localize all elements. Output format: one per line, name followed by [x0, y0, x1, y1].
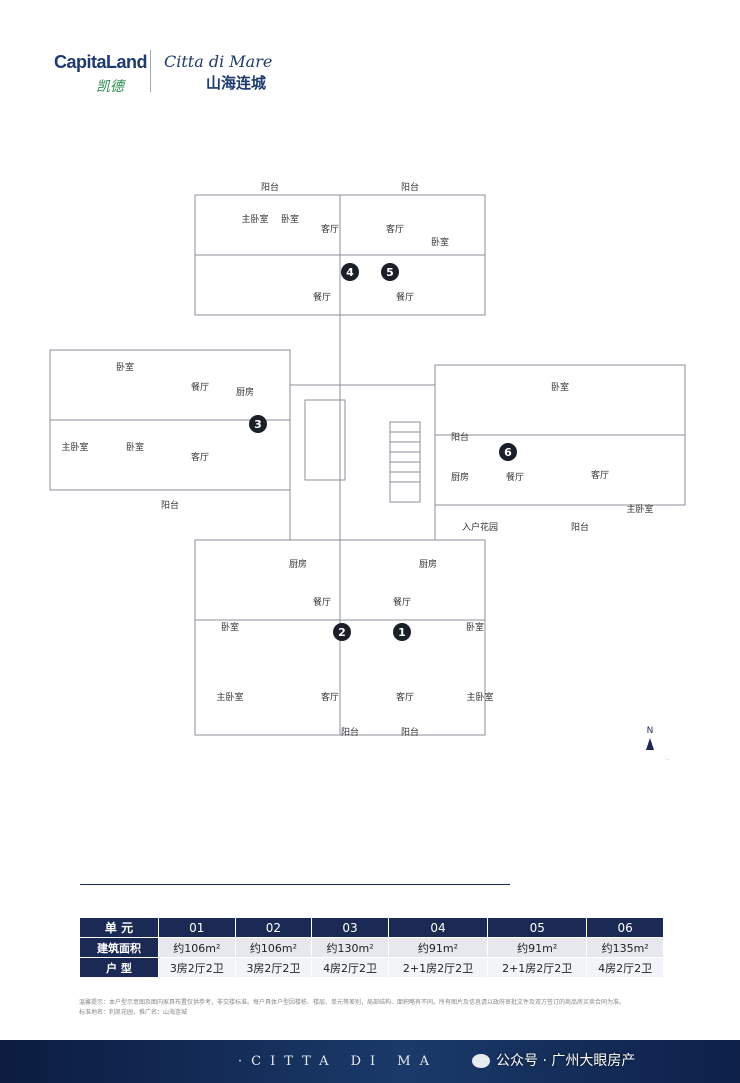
living-room-label-1: 客厅 — [396, 691, 414, 703]
unit-code-06: 06 — [586, 917, 664, 938]
balcony-label-6b: 阳台 — [571, 521, 589, 533]
area-04: 约91m² — [387, 937, 489, 958]
core-outline — [289, 384, 436, 541]
master-bedroom-label-4: 主卧室 — [241, 213, 268, 225]
footer-banner: ·CITTA DI MA 公众号 · 广州大眼房产 — [0, 1040, 740, 1083]
table-row: 户 型 3房2厅2卫 3房2厅2卫 4房2厅2卫 2+1房2厅2卫 2+1房2厅… — [79, 957, 664, 978]
unit-code-01: 01 — [158, 917, 236, 938]
area-05: 约91m² — [487, 937, 588, 958]
type-04: 2+1房2厅2卫 — [387, 957, 489, 978]
balcony-label-6a: 阳台 — [451, 431, 469, 443]
kitchen-label-2: 厨房 — [289, 558, 307, 570]
type-05: 2+1房2厅2卫 — [487, 957, 588, 978]
unit-marker-5 — [381, 263, 399, 281]
bedroom-label-3b: 卧室 — [126, 441, 144, 453]
dining-label-5: 餐厅 — [396, 291, 414, 303]
unit-marker-3 — [249, 415, 267, 433]
area-label: 建筑面积 — [79, 937, 159, 958]
entry-garden-label: 入户花园 — [462, 521, 498, 533]
unit-marker-6 — [499, 443, 517, 461]
bedroom-label-5: 卧室 — [431, 236, 449, 248]
master-bedroom-label-2: 主卧室 — [216, 691, 243, 703]
type-label: 户 型 — [79, 957, 159, 978]
master-bedroom-label-1: 主卧室 — [466, 691, 493, 703]
table-header-row: 单 元 01 02 03 04 05 06 — [79, 917, 664, 938]
site-plan-inset: N — [646, 726, 671, 760]
type-06: 4房2厅2卫 — [586, 957, 664, 978]
bedroom-label-6: 卧室 — [551, 381, 569, 393]
unit-code-03: 03 — [311, 917, 389, 938]
divider-rule — [80, 884, 510, 885]
balcony-label-1: 阳台 — [401, 726, 419, 738]
area-01: 约106m² — [158, 937, 236, 958]
logo-divider — [150, 50, 151, 92]
unit-marker-1 — [393, 623, 411, 641]
bedroom-label-3a: 卧室 — [116, 361, 134, 373]
area-02: 约106m² — [234, 937, 313, 958]
unit-code-04: 04 — [387, 917, 489, 938]
dining-label-2: 餐厅 — [313, 596, 331, 608]
kitchen-label-3: 厨房 — [236, 386, 254, 398]
dining-label-6: 餐厅 — [506, 471, 524, 483]
watermark-text: 公众号 · 广州大眼房产 — [496, 1053, 636, 1069]
living-room-label-6: 客厅 — [591, 469, 609, 481]
bedroom-label-4: 卧室 — [281, 213, 299, 225]
dining-label-4: 餐厅 — [313, 291, 331, 303]
disclaimer-line-2: 标准地名：利凯花园，推广名：山海连城 — [79, 1009, 188, 1016]
unit-marker-2-label: 2 — [338, 626, 346, 639]
unit-marker-4 — [341, 263, 359, 281]
table-row: 建筑面积 约106m² 约106m² 约130m² 约91m² 约91m² 约1… — [79, 937, 664, 958]
disclaimer: 温馨提示：本户型示意图及图内家具布置仅供参考，非交楼标准。每户具体户型因楼栋、楼… — [79, 998, 679, 1018]
footer-brand-text: ·CITTA DI MA — [238, 1054, 438, 1069]
bedroom-label-2: 卧室 — [221, 621, 239, 633]
dining-label-1: 餐厅 — [393, 596, 411, 608]
wechat-icon — [472, 1054, 490, 1068]
master-bedroom-label-3: 主卧室 — [61, 441, 88, 453]
type-02: 3房2厅2卫 — [234, 957, 313, 978]
north-arrow-icon — [646, 738, 654, 750]
living-room-label-4: 客厅 — [321, 223, 339, 235]
watermark: 公众号 · 广州大眼房产 — [472, 1050, 635, 1070]
kitchen-label-1: 厨房 — [419, 558, 437, 570]
unit-1-outline — [339, 539, 486, 736]
floor-plan: 阳台 阳台 主卧室 卧室 客厅 客厅 卧室 餐厅 餐厅 卧室 主卧室 卧室 客厅… — [49, 181, 686, 760]
capitaland-cn-wordmark: 凯德 — [96, 79, 124, 95]
bedroom-label-1: 卧室 — [466, 621, 484, 633]
capitaland-wordmark: CapitaLand — [54, 52, 148, 72]
dining-label-3: 餐厅 — [191, 381, 209, 393]
master-bedroom-label-6: 主卧室 — [626, 503, 653, 515]
north-label: N — [647, 726, 654, 736]
unit-marker-5-label: 5 — [386, 266, 394, 279]
header-label: 单 元 — [79, 917, 159, 938]
type-03: 4房2厅2卫 — [311, 957, 389, 978]
kitchen-label-6: 厨房 — [451, 471, 469, 483]
balcony-label-3: 阳台 — [161, 499, 179, 511]
living-room-label-2: 客厅 — [321, 691, 339, 703]
unit-spec-table: 单 元 01 02 03 04 05 06 建筑面积 约106m² 约106m²… — [79, 917, 664, 978]
area-06: 约135m² — [586, 937, 664, 958]
type-01: 3房2厅2卫 — [158, 957, 236, 978]
balcony-label-5: 阳台 — [401, 181, 419, 193]
balcony-label-4: 阳台 — [261, 181, 279, 193]
citta-cn-wordmark: 山海连城 — [206, 74, 267, 92]
balcony-label-2: 阳台 — [341, 726, 359, 738]
unit-marker-3-label: 3 — [254, 418, 262, 431]
unit-marker-1-label: 1 — [398, 626, 406, 639]
area-03: 约130m² — [311, 937, 389, 958]
unit-marker-4-label: 4 — [346, 266, 354, 279]
unit-marker-2 — [333, 623, 351, 641]
unit-2-outline — [194, 539, 341, 736]
unit-marker-6-label: 6 — [504, 446, 512, 459]
citta-wordmark: Citta di Mare — [164, 52, 273, 71]
disclaimer-line-1: 温馨提示：本户型示意图及图内家具布置仅供参考，非交楼标准。每户具体户型因楼栋、楼… — [79, 999, 626, 1006]
unit-code-02: 02 — [234, 917, 313, 938]
living-room-label-3: 客厅 — [191, 451, 209, 463]
living-room-label-5: 客厅 — [386, 223, 404, 235]
unit-code-05: 05 — [487, 917, 588, 938]
